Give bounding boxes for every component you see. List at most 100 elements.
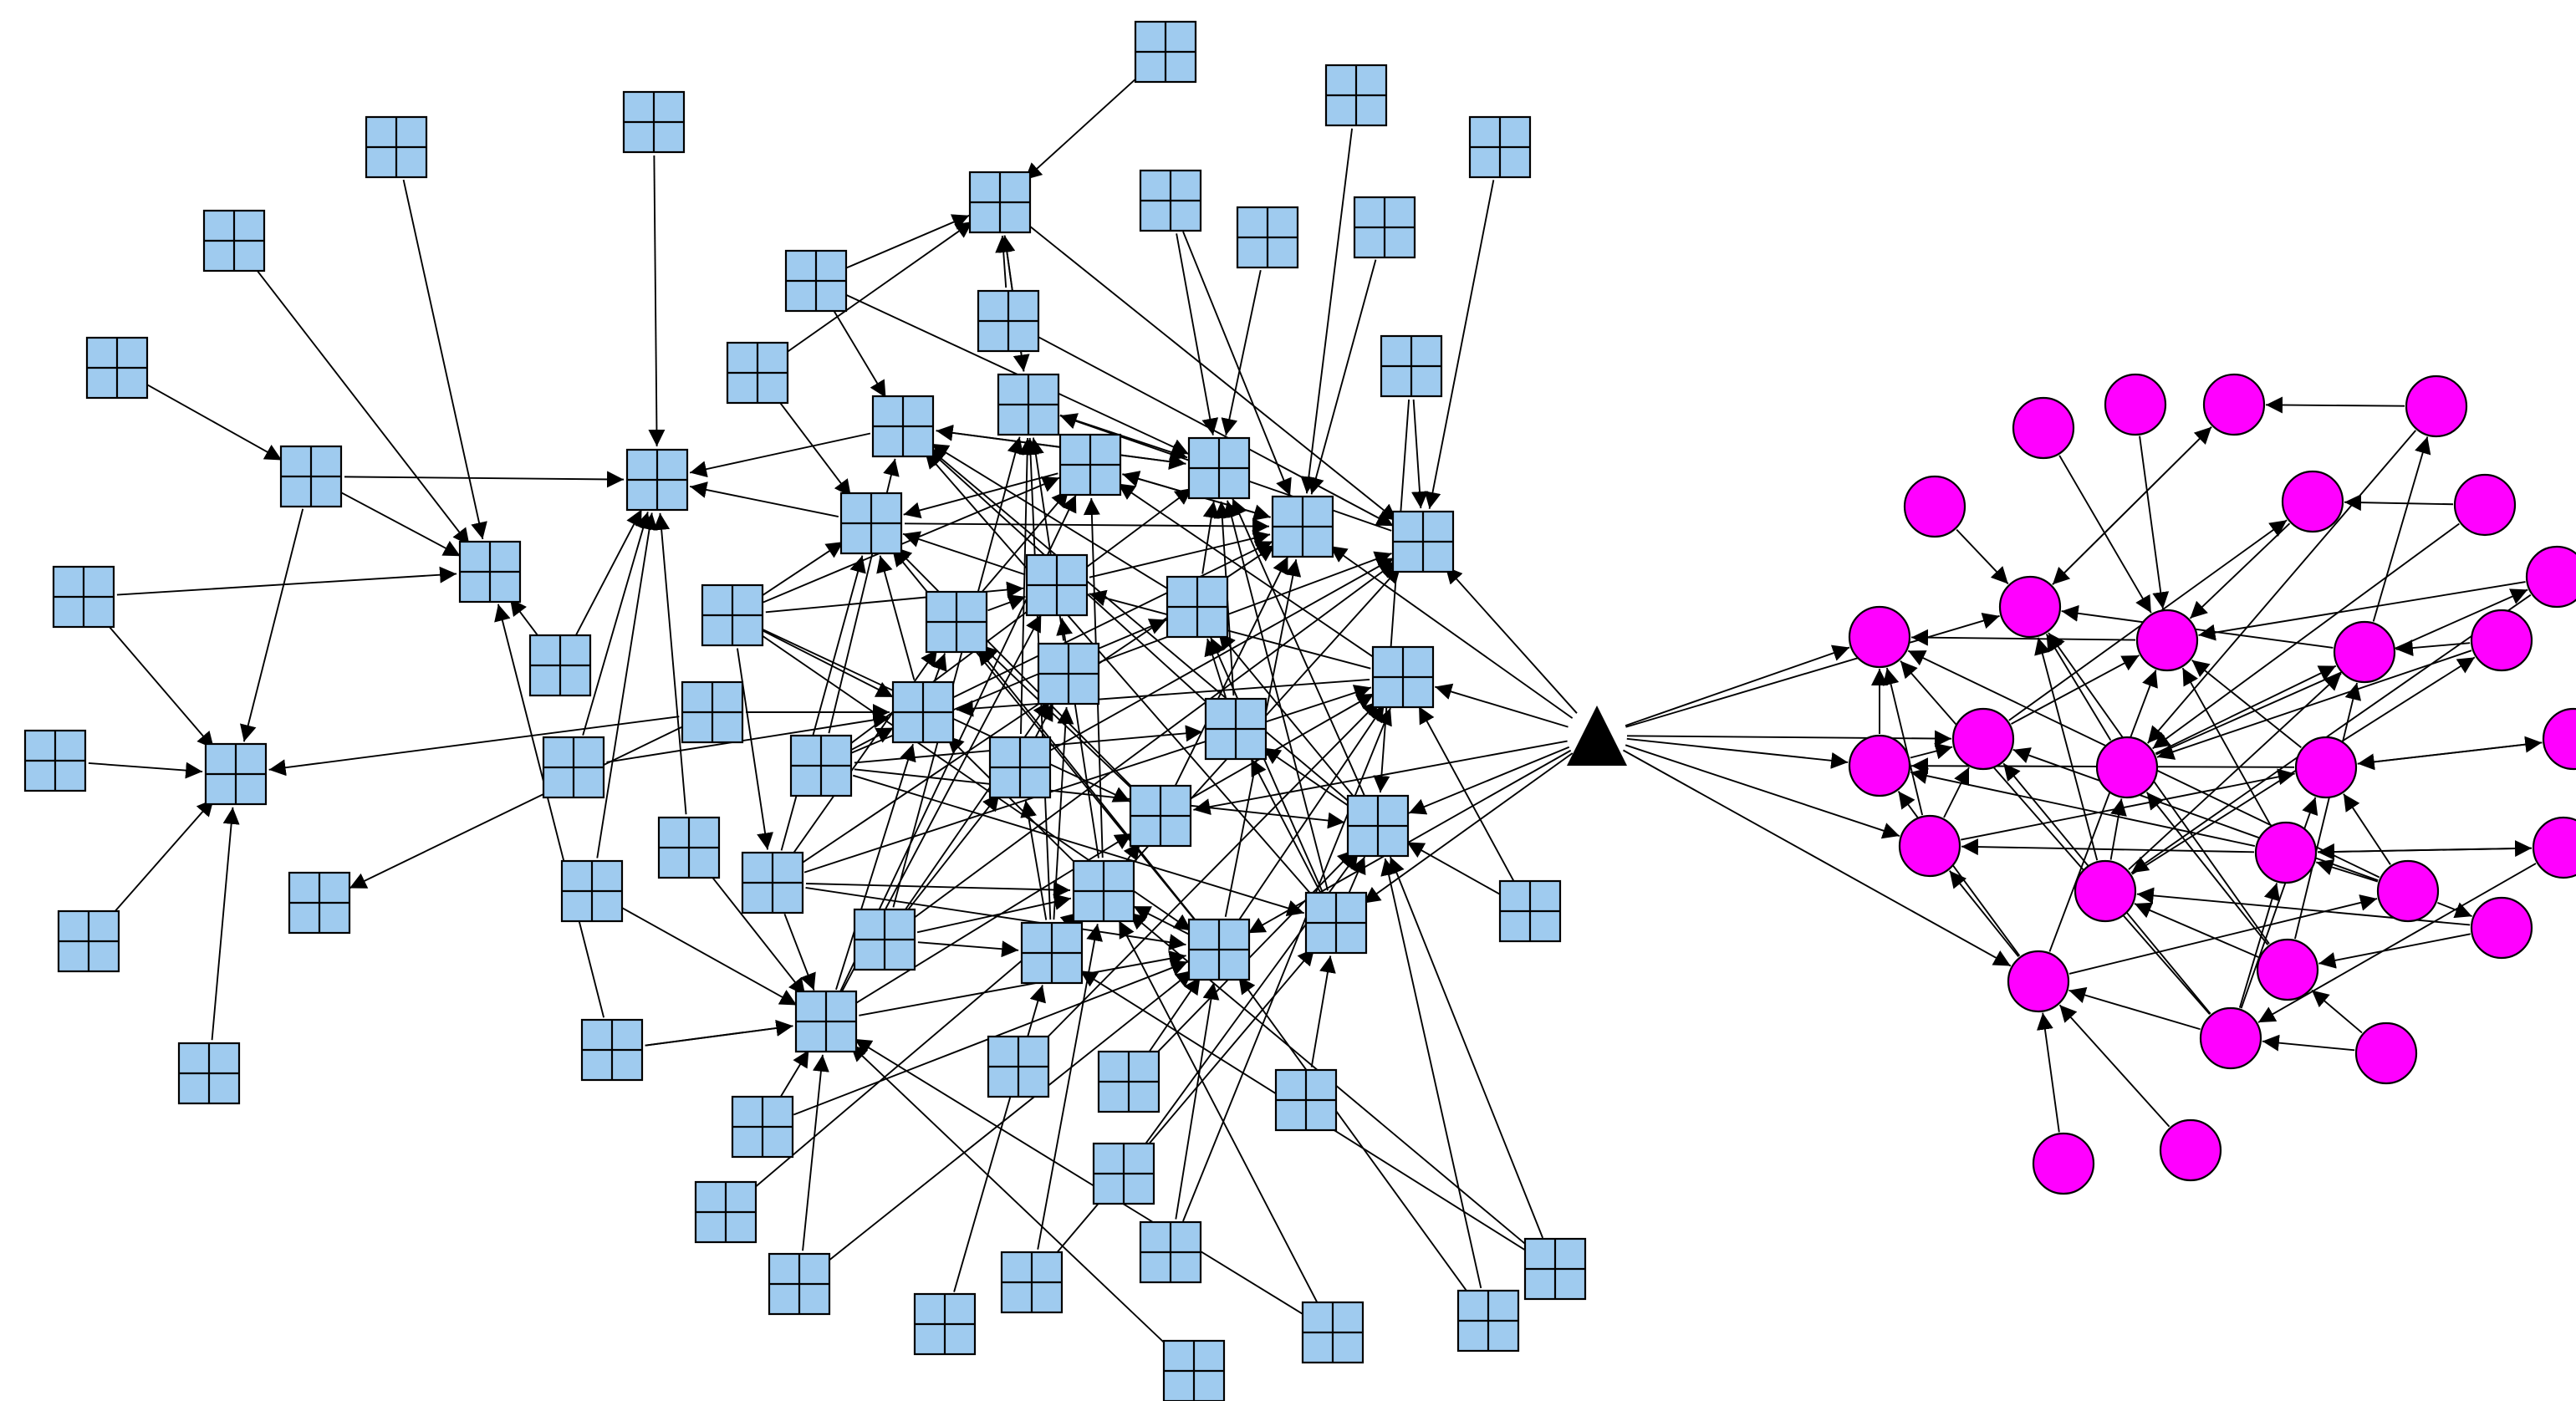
graph-edge bbox=[1193, 740, 1568, 815]
square-grid-icon bbox=[1072, 859, 1135, 923]
graph-edge bbox=[904, 792, 1001, 914]
graph-edge bbox=[2012, 747, 2379, 882]
graph-edge bbox=[763, 476, 1060, 604]
graph-edge bbox=[852, 774, 1305, 917]
graph-edge bbox=[805, 881, 1071, 899]
square-grid-icon bbox=[853, 908, 916, 971]
graph-edge bbox=[105, 621, 215, 750]
graph-edge bbox=[927, 447, 1354, 805]
graph-edge bbox=[1362, 752, 1574, 904]
square-grid-icon bbox=[997, 373, 1060, 436]
square-grid-icon bbox=[681, 680, 744, 744]
graph-edge bbox=[2311, 989, 2363, 1034]
graph-edge bbox=[1418, 706, 1515, 883]
graph-edge bbox=[648, 155, 666, 447]
graph-edge bbox=[2318, 933, 2471, 969]
graph-edge bbox=[854, 1038, 1305, 1316]
graph-edge bbox=[2191, 659, 2302, 749]
graph-edge bbox=[2155, 665, 2337, 755]
graph-edge bbox=[2139, 436, 2170, 609]
graph-edge bbox=[2061, 604, 2334, 649]
square-grid-icon bbox=[789, 734, 853, 797]
magenta-circle bbox=[2405, 374, 2468, 438]
graph-edge bbox=[931, 443, 1170, 590]
square-grid-icon bbox=[1380, 334, 1443, 398]
square-grid-icon bbox=[784, 249, 848, 313]
graph-edge bbox=[803, 685, 1372, 874]
graph-edge bbox=[2372, 436, 2431, 622]
graph-edge bbox=[1175, 982, 1220, 1220]
graph-edge bbox=[802, 1054, 829, 1251]
square-grid-icon bbox=[1391, 510, 1455, 573]
graph-edge bbox=[1910, 629, 2136, 646]
graph-edge bbox=[645, 1019, 793, 1047]
graph-edge bbox=[253, 267, 471, 546]
magenta-circle bbox=[2333, 620, 2396, 684]
graph-edge bbox=[1146, 976, 1201, 1055]
magenta-circle bbox=[2453, 473, 2517, 537]
square-grid-icon bbox=[1324, 64, 1388, 127]
magenta-circle bbox=[2007, 950, 2070, 1013]
square-grid-icon bbox=[726, 341, 789, 405]
graph-edge bbox=[2037, 1012, 2060, 1133]
graph-edge bbox=[582, 512, 651, 736]
square-grid-icon bbox=[1204, 697, 1268, 761]
graph-edge bbox=[1373, 399, 1410, 793]
graph-edge bbox=[1388, 856, 1544, 1239]
square-grid-icon bbox=[1346, 794, 1410, 858]
graph-edge bbox=[953, 985, 1046, 1292]
square-grid-icon bbox=[1274, 1068, 1338, 1132]
square-grid-icon bbox=[1468, 115, 1532, 179]
graph-edge bbox=[2146, 430, 2417, 744]
graph-edge bbox=[606, 711, 890, 763]
graph-edge bbox=[1025, 222, 1398, 522]
square-grid-icon bbox=[657, 816, 721, 879]
square-grid-icon bbox=[52, 565, 115, 629]
graph-edge bbox=[1910, 767, 2256, 847]
graph-edge bbox=[892, 436, 1024, 908]
graph-edge bbox=[1949, 870, 2019, 957]
square-grid-icon bbox=[731, 1095, 794, 1159]
graph-edge bbox=[931, 653, 947, 681]
graph-edge bbox=[854, 768, 1345, 829]
graph-edge bbox=[1217, 632, 1358, 801]
graph-edge bbox=[1411, 399, 1428, 509]
graph-edge bbox=[1221, 269, 1262, 436]
magenta-circle bbox=[1848, 734, 1911, 797]
graph-edge bbox=[1237, 704, 1385, 923]
square-grid-icon bbox=[1020, 921, 1084, 985]
square-grid-icon bbox=[1037, 642, 1100, 706]
graph-edge bbox=[145, 383, 283, 461]
square-grid-icon bbox=[625, 448, 689, 512]
graph-edge bbox=[2034, 637, 2099, 861]
graph-edge bbox=[2317, 840, 2533, 858]
graph-edge bbox=[344, 471, 625, 488]
square-grid-icon bbox=[1187, 918, 1251, 981]
square-grid-icon bbox=[528, 634, 592, 697]
graph-edge bbox=[2257, 863, 2537, 1023]
square-grid-icon bbox=[622, 90, 686, 154]
square-grid-icon bbox=[1371, 645, 1435, 709]
graph-edge bbox=[1117, 482, 1376, 660]
graph-edge bbox=[1625, 744, 1900, 839]
graph-edge bbox=[987, 594, 1026, 612]
magenta-circle bbox=[2135, 609, 2199, 672]
graph-edge bbox=[709, 873, 806, 996]
magenta-circle bbox=[2525, 545, 2576, 609]
graph-edge bbox=[240, 508, 304, 742]
graph-edge bbox=[689, 432, 871, 478]
graph-edge bbox=[509, 598, 541, 639]
graph-edge bbox=[2134, 902, 2259, 958]
graph-edge bbox=[778, 1049, 810, 1099]
edge-layer bbox=[88, 74, 2543, 1349]
node-layer bbox=[23, 20, 2576, 1401]
graph-edge bbox=[762, 629, 894, 698]
magenta-circle bbox=[1998, 575, 2062, 639]
graph-edge bbox=[1099, 551, 1392, 663]
graph-edge bbox=[1037, 335, 1395, 527]
graph-edge bbox=[805, 886, 1186, 951]
square-grid-icon bbox=[794, 990, 858, 1053]
graph-edge bbox=[904, 517, 1270, 535]
graph-edge bbox=[2395, 639, 2471, 657]
magenta-circle bbox=[2254, 821, 2318, 884]
